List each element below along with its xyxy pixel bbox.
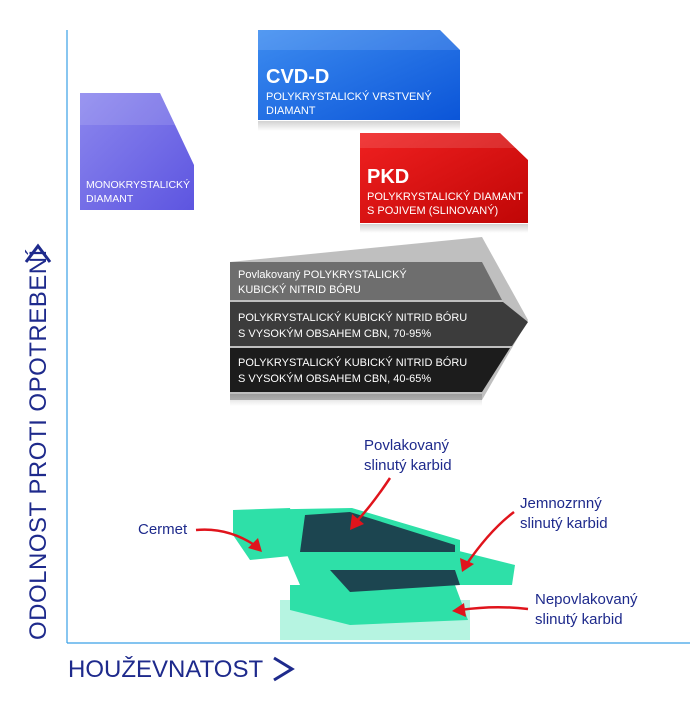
cbn-row-1-line-2: KUBICKÝ NITRID BÓRU [238,284,361,296]
y-axis-chevron-icon [24,243,52,263]
arrowhead-povlakovany [350,514,364,530]
cbn-arrow-row-1 [230,262,502,300]
povlakovany-label-line-1: Povlakovaný [364,437,450,454]
nepovlakovany-label-line-1: Nepovlakovaný [535,591,638,608]
arrow-povlakovany [355,477,392,523]
nepovlakovany-shape [290,585,468,625]
cbn-row-1-line-1: Povlakovaný POLYKRYSTALICKÝ [238,269,407,281]
cbn-arrow-reflection [230,394,482,406]
cvd-d-box [258,30,460,120]
cvd-d-box-highlight [258,30,460,50]
cermet-label: Cermet [138,521,188,538]
cermet-shape [233,508,300,560]
cbn-row-2-line-2: S VYSOKÝM OBSAHEM CBN, 70-95% [238,328,432,340]
cbn-row-3-line-2: S VYSOKÝM OBSAHEM CBN, 40-65% [238,373,432,385]
pkd-box-reflection [360,224,528,233]
arrowhead-cermet [248,538,262,552]
cbn-arrow-row-3 [230,348,510,392]
nepovlakovany-label-line-2: slinutý karbid [535,611,623,628]
x-axis-label: HOUŽEVNATOST [68,656,264,683]
pkd-title: PKD [367,166,410,188]
cbn-row-3-line-1: POLYKRYSTALICKÝ KUBICKÝ NITRID BÓRU [238,357,468,369]
pkd-box-highlight [360,133,516,148]
monokrystalicky-line-2: DIAMANT [86,193,134,205]
cvd-d-title: CVD-D [266,66,330,88]
jemnozrnny-label-line-2: slinutý karbid [520,515,608,532]
red-arrows [195,477,529,612]
monokrystalicky-box-highlight [80,93,175,125]
povlakovany-label-line-2: slinutý karbid [364,457,452,474]
monokrystalicky-line-1: MONOKRYSTALICKÝ [86,179,191,191]
cbn-row-2-line-1: POLYKRYSTALICKÝ KUBICKÝ NITRID BÓRU [238,312,468,324]
arrow-jemnozrnny [464,511,515,566]
arrow-cermet [195,528,257,548]
y-axis-label: ODOLNOST PROTI OPOTREBENÍ [25,249,52,640]
cvd-d-line-2: DIAMANT [266,105,316,117]
monokrystalicky-box [80,93,194,210]
pkd-line-1: POLYKRYSTALICKÝ DIAMANT [367,191,523,203]
jemnozrnny-label-line-1: Jemnozrnný [520,495,602,512]
arrowhead-jemnozrnny [460,558,474,572]
povlakovany-dark [300,512,455,552]
cvd-d-line-1: POLYKRYSTALICKÝ VRSTVENÝ [266,91,432,103]
pkd-line-2: S POJIVEM (SLINOVANÝ) [367,205,499,217]
arrowhead-nepovlakovany [452,603,466,617]
jemnozrnny-dark [330,570,460,592]
pkd-box [360,133,528,223]
red-arrowheads [248,514,474,617]
cbn-arrow-row-2 [230,302,528,346]
x-axis-chevron-icon [273,656,295,682]
arrow-nepovlakovany [459,605,529,612]
cvd-d-box-reflection [258,121,460,131]
carbide-stack [233,508,515,640]
